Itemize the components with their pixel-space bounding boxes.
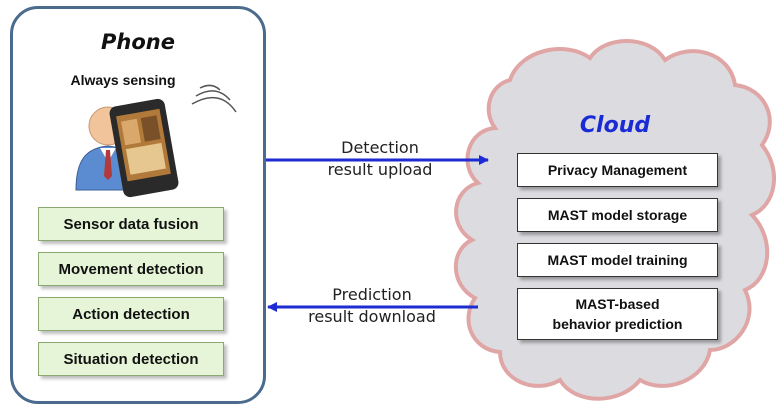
upload-label: Detection result upload — [290, 137, 470, 181]
phone-container — [10, 6, 266, 404]
download-label: Prediction result download — [282, 284, 462, 328]
action-detection-box: Action detection — [38, 297, 224, 331]
movement-detection-box: Movement detection — [38, 252, 224, 286]
privacy-management-box: Privacy Management — [517, 153, 718, 187]
always-sensing-label: Always sensing — [70, 72, 176, 88]
upload-label-line1: Detection — [341, 138, 419, 157]
smartphone-icon — [109, 98, 179, 198]
sensor-data-fusion-box: Sensor data fusion — [38, 207, 224, 241]
upload-label-line2: result upload — [327, 160, 433, 179]
download-label-line2: result download — [308, 307, 436, 326]
phone-illustration — [75, 84, 237, 198]
situation-detection-box: Situation detection — [38, 342, 224, 376]
mast-behavior-prediction-box: MAST-based behavior prediction — [517, 288, 718, 340]
cloud-title: Cloud — [579, 113, 651, 138]
phone-title: Phone — [101, 30, 175, 54]
download-label-line1: Prediction — [332, 285, 412, 304]
signal-waves-icon — [191, 84, 237, 113]
mast-model-training-box: MAST model training — [517, 243, 718, 277]
mast-model-storage-box: MAST model storage — [517, 198, 718, 232]
